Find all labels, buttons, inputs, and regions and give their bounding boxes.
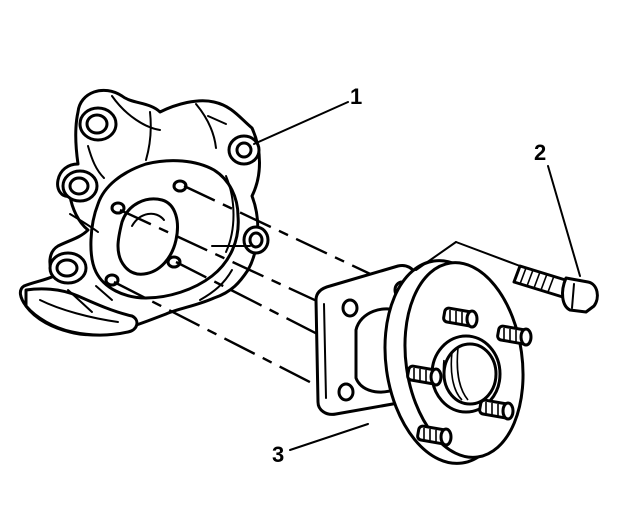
wheel-studs <box>406 306 533 447</box>
hub-bearing-assembly <box>314 259 533 465</box>
leader-lines <box>253 101 581 451</box>
leader-line-1 <box>253 101 349 145</box>
steering-knuckle <box>18 88 270 337</box>
leader-line-2 <box>547 165 581 277</box>
callout-1: 1 <box>350 84 362 109</box>
callout-3: 3 <box>272 442 284 467</box>
callout-2: 2 <box>534 140 546 165</box>
hub-mounting-bolt <box>512 264 599 314</box>
leader-line-3 <box>289 423 369 451</box>
